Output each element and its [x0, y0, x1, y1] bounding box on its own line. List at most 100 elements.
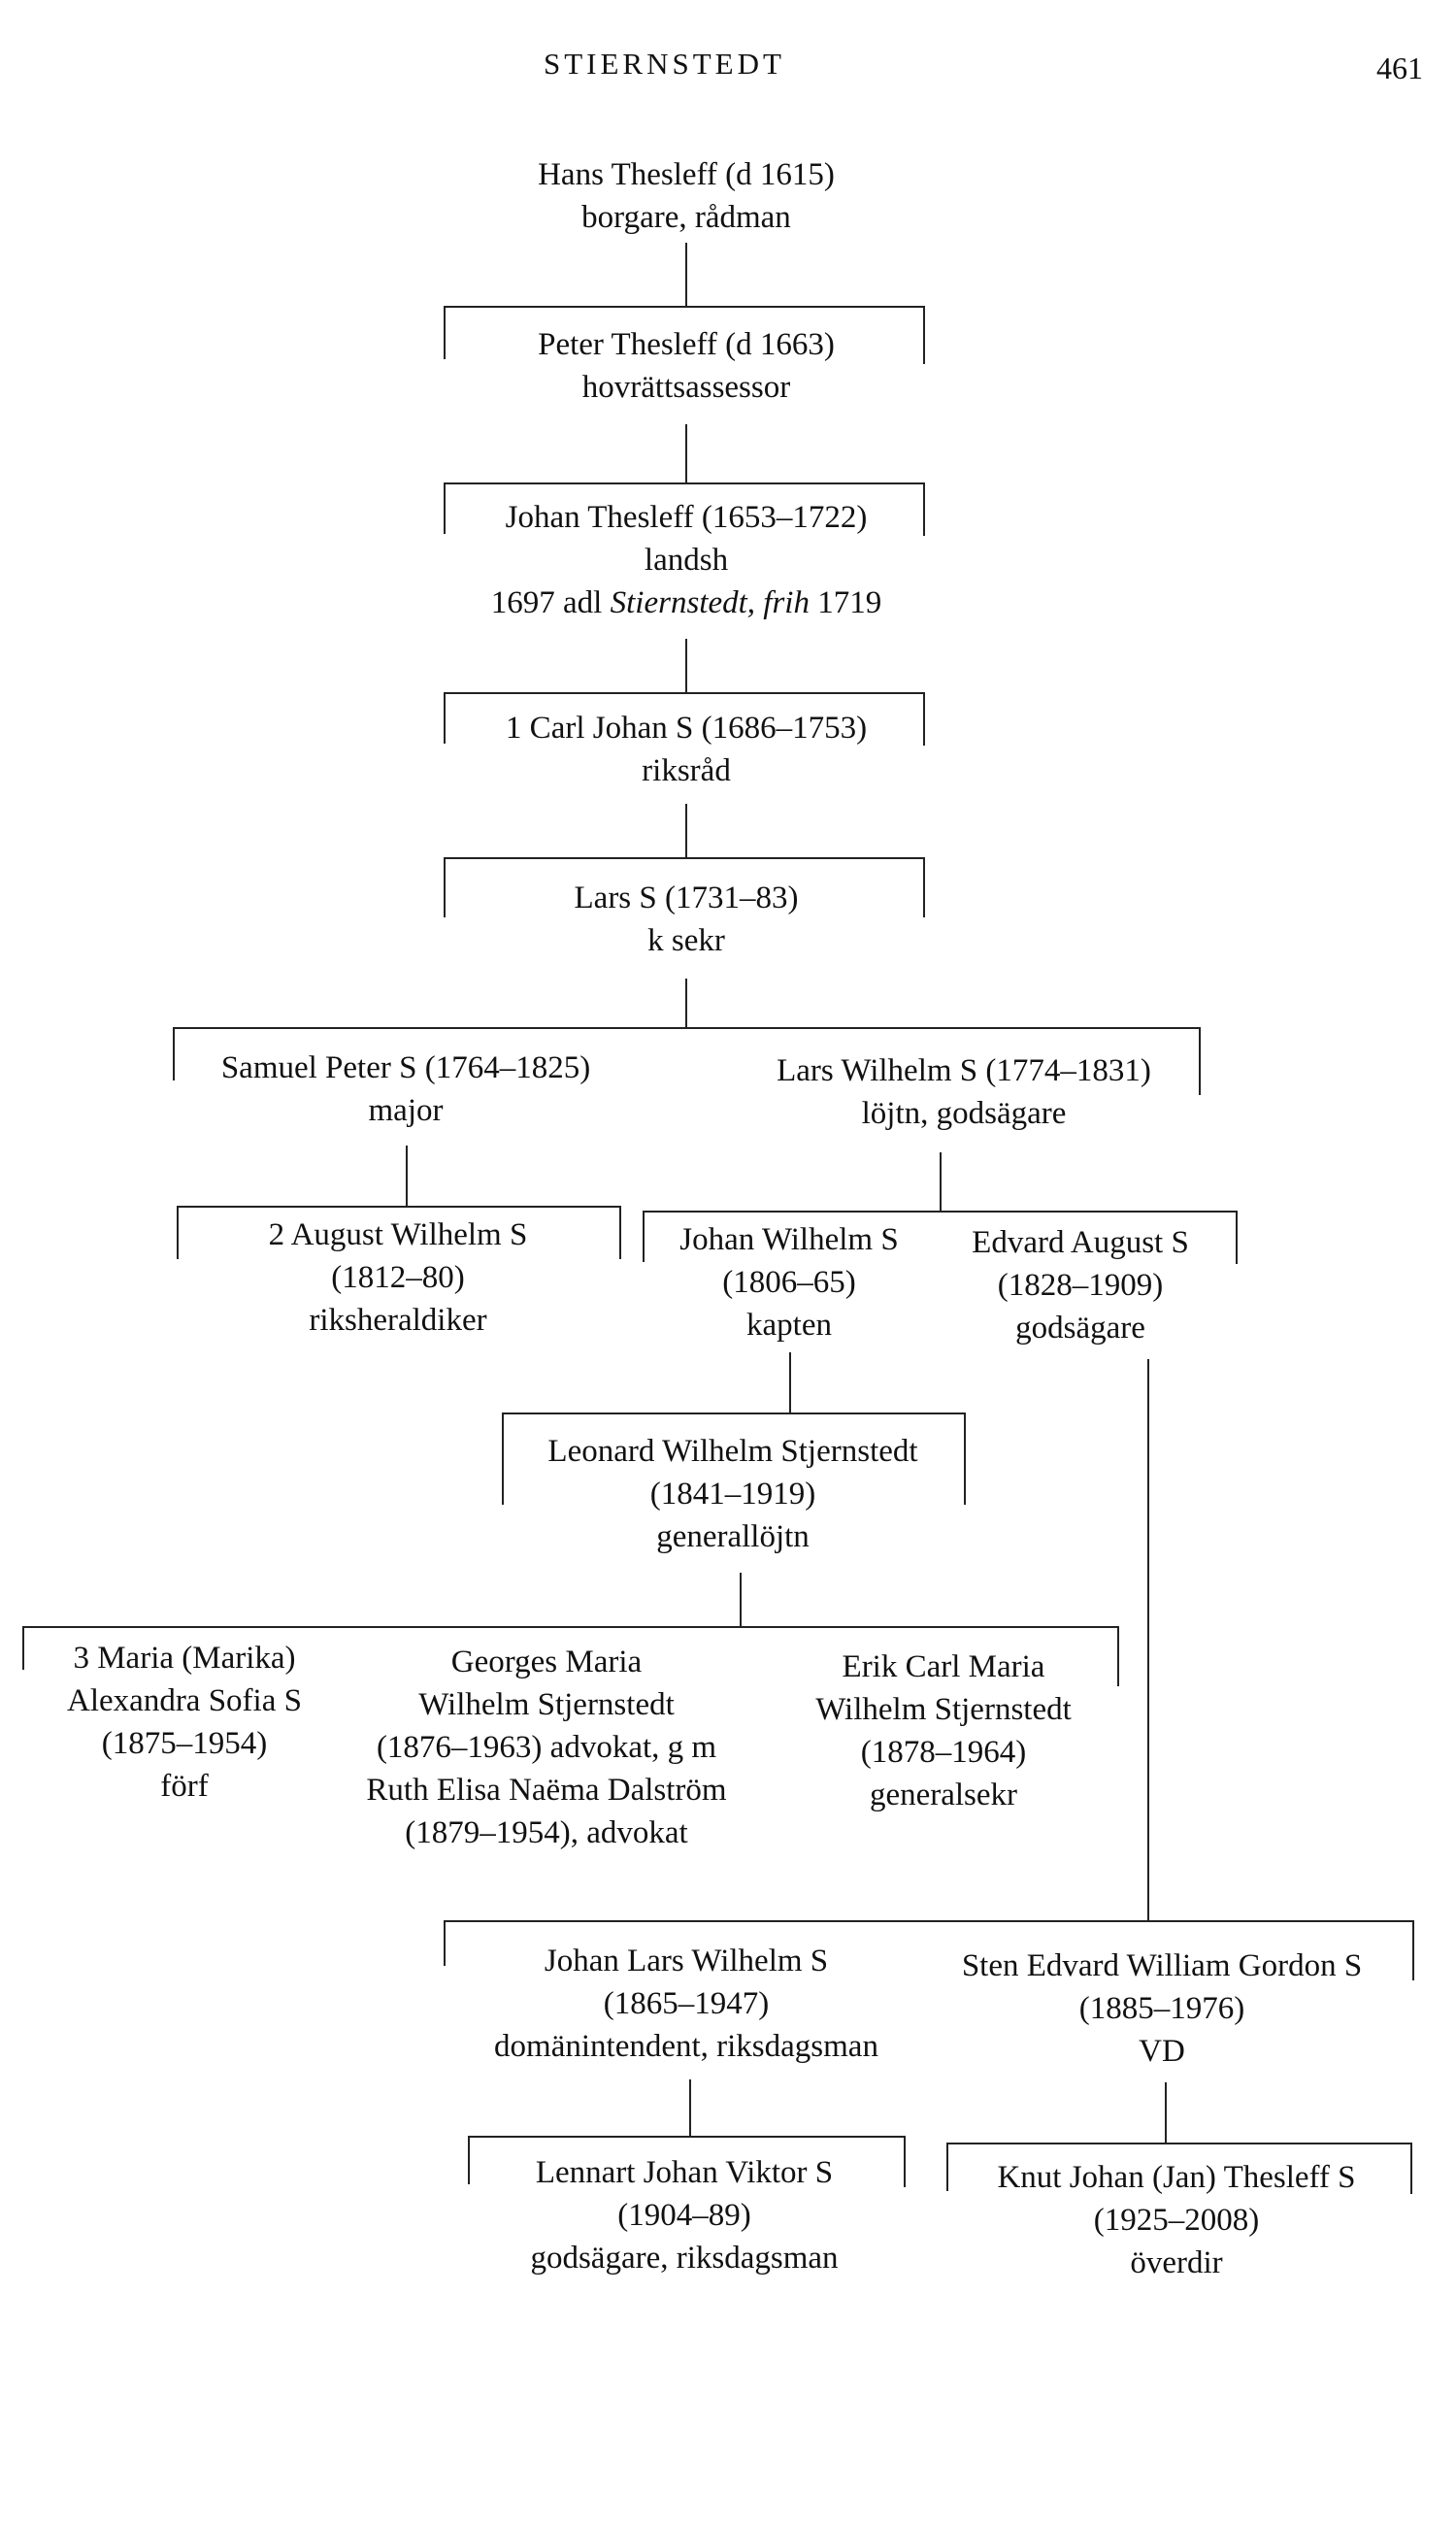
- bracket-line: [22, 1626, 24, 1670]
- spouse-dates: (1879–1954), advokat: [405, 1815, 688, 1850]
- name: Johan Wilhelm S: [679, 1222, 899, 1257]
- person-erik-carl: Erik Carl Maria Wilhelm Stjernstedt (187…: [815, 1645, 1072, 1816]
- dates: (1925–2008): [1093, 2203, 1260, 2238]
- person-johan-wilhelm: Johan Wilhelm S (1806–65) kapten: [679, 1218, 898, 1346]
- bracket-line: [444, 306, 446, 359]
- person-carl-johan: 1 Carl Johan S (1686–1753) riksråd: [506, 707, 867, 792]
- name: Hans Thesleff (d 1615): [538, 157, 835, 192]
- connector-line: [1147, 1359, 1149, 1920]
- ennoble-post: 1719: [809, 585, 882, 620]
- connector-line: [685, 979, 687, 1027]
- title: förf: [160, 1769, 209, 1804]
- bracket-line: [923, 692, 925, 746]
- dates: (1865–1947): [603, 1986, 770, 2021]
- title: VD: [1139, 2034, 1185, 2069]
- dates: (1812–80): [331, 1260, 465, 1295]
- name: Sten Edvard William Gordon S: [961, 1948, 1363, 1983]
- title: överdir: [1130, 2245, 1223, 2280]
- name: Lars S (1731–83): [574, 881, 799, 915]
- title: borgare, rådman: [581, 200, 791, 235]
- title: riksråd: [642, 753, 731, 788]
- bracket-line: [1117, 1626, 1119, 1686]
- connector-line: [940, 1152, 942, 1211]
- name: Peter Thesleff (d 1663): [538, 327, 835, 362]
- name-cont: Wilhelm Stjernstedt: [418, 1687, 675, 1722]
- bracket-line: [643, 1211, 645, 1262]
- person-august-wilhelm: 2 August Wilhelm S (1812–80) riksheraldi…: [269, 1213, 528, 1342]
- name-cont: Wilhelm Stjernstedt: [815, 1692, 1072, 1727]
- name: Johan Thesleff (1653–1722): [505, 500, 868, 535]
- name: 2 August Wilhelm S: [268, 1217, 528, 1252]
- person-lars-wilhelm: Lars Wilhelm S (1774–1831) löjtn, godsäg…: [777, 1049, 1151, 1135]
- bracket-line: [1236, 1211, 1238, 1264]
- name: Erik Carl Maria: [842, 1649, 1045, 1684]
- bracket-line: [904, 2136, 906, 2187]
- name: Leonard Wilhelm Stjernstedt: [547, 1434, 918, 1469]
- person-lennart-johan: Lennart Johan Viktor S (1904–89) godsäga…: [530, 2151, 838, 2279]
- bracket-line: [619, 1206, 621, 1259]
- bracket-line: [468, 2136, 906, 2138]
- name: Knut Johan (Jan) Thesleff S: [997, 2160, 1356, 2195]
- bracket-line: [173, 1027, 1201, 1029]
- ennoble-name: Stiernstedt, frih: [610, 585, 810, 620]
- bracket-line: [444, 857, 925, 859]
- person-hans-thesleff: Hans Thesleff (d 1615) borgare, rådman: [538, 153, 835, 239]
- connector-line: [789, 1352, 791, 1413]
- name: 3 Maria (Marika): [73, 1641, 296, 1676]
- dates-title: (1876–1963) advokat, g m: [376, 1730, 717, 1765]
- bracket-line: [1199, 1027, 1201, 1095]
- title: major: [368, 1093, 444, 1128]
- name-cont: Alexandra Sofia S: [67, 1683, 302, 1718]
- bracket-line: [177, 1206, 179, 1259]
- dates: (1806–65): [722, 1265, 856, 1300]
- name: Lennart Johan Viktor S: [535, 2155, 834, 2190]
- connector-line: [406, 1146, 408, 1206]
- person-maria: 3 Maria (Marika) Alexandra Sofia S (1875…: [67, 1637, 302, 1808]
- connector-line: [685, 243, 687, 306]
- person-samuel-peter: Samuel Peter S (1764–1825) major: [221, 1047, 590, 1132]
- name: Samuel Peter S (1764–1825): [220, 1050, 591, 1085]
- title: generallöjtn: [656, 1519, 810, 1554]
- title: k sekr: [647, 923, 725, 958]
- connector-line: [1165, 2082, 1167, 2143]
- bracket-line: [177, 1206, 621, 1208]
- dates: (1885–1976): [1078, 1991, 1245, 2026]
- title: godsägare, riksdagsman: [530, 2241, 839, 2276]
- bracket-line: [444, 692, 446, 744]
- connector-line: [685, 804, 687, 857]
- title: landsh: [644, 543, 729, 578]
- connector-line: [685, 424, 687, 482]
- connector-line: [689, 2079, 691, 2136]
- name: 1 Carl Johan S (1686–1753): [505, 711, 868, 746]
- name: Georges Maria: [450, 1645, 643, 1679]
- bracket-line: [1410, 2143, 1412, 2194]
- bracket-line: [444, 1920, 446, 1966]
- bracket-line: [444, 1920, 1414, 1922]
- dates: (1875–1954): [101, 1726, 268, 1761]
- dates: (1841–1919): [649, 1477, 816, 1512]
- title: godsägare: [1015, 1311, 1145, 1346]
- connector-line: [740, 1573, 742, 1626]
- bracket-line: [444, 482, 446, 534]
- bracket-line: [923, 306, 925, 364]
- bracket-line: [1412, 1920, 1414, 1980]
- person-johan-thesleff: Johan Thesleff (1653–1722) landsh 1697 a…: [491, 496, 881, 624]
- name: Edvard August S: [972, 1225, 1189, 1260]
- bracket-line: [444, 482, 925, 484]
- bracket-line: [444, 857, 446, 917]
- title: domänintendent, riksdagsman: [494, 2029, 878, 2064]
- bracket-line: [468, 2136, 470, 2184]
- ennoble-pre: 1697 adl: [490, 585, 611, 620]
- connector-line: [685, 639, 687, 692]
- title: riksheraldiker: [309, 1303, 487, 1338]
- bracket-line: [923, 482, 925, 536]
- bracket-line: [173, 1027, 175, 1080]
- person-knut-johan: Knut Johan (Jan) Thesleff S (1925–2008) …: [997, 2156, 1355, 2284]
- person-georges-maria: Georges Maria Wilhelm Stjernstedt (1876–…: [366, 1641, 726, 1854]
- name: Lars Wilhelm S (1774–1831): [777, 1053, 1151, 1088]
- title: kapten: [746, 1308, 832, 1343]
- title: hovrättsassessor: [581, 370, 791, 405]
- dates: (1904–89): [617, 2198, 751, 2233]
- bracket-line: [643, 1211, 1238, 1213]
- person-edvard-august: Edvard August S (1828–1909) godsägare: [972, 1221, 1189, 1349]
